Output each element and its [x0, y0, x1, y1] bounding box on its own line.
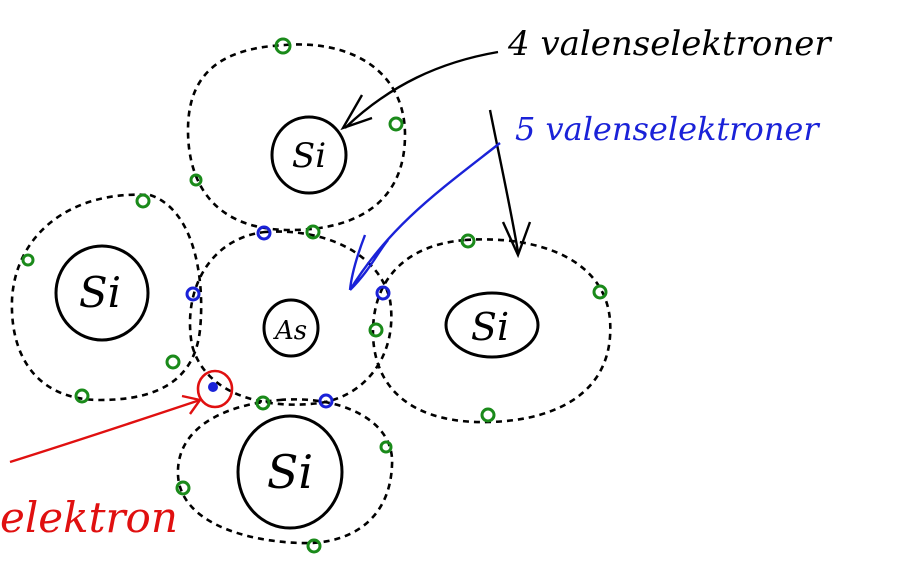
as-valence-note: 5 valenselektroner [515, 110, 820, 148]
as-electron [185, 286, 201, 302]
si-electron [460, 233, 476, 249]
nucleus-ring-si-top [270, 115, 348, 195]
si-electron [306, 538, 322, 554]
si-electron [388, 116, 404, 132]
as-valence-arrow-black [488, 109, 520, 253]
as-valence-arrow-blue [348, 142, 501, 291]
si-electron [74, 388, 90, 404]
nucleus-ring-si-left [54, 244, 150, 342]
atom-label-si-bottom: Si [267, 445, 313, 499]
nucleus-ring-si-bottom [236, 414, 344, 530]
si-electron [175, 480, 191, 496]
si-electron [165, 354, 181, 370]
si-valence-arrowhead [340, 94, 373, 131]
free-electron-arrow [9, 398, 201, 464]
si-valence-note: 4 valenselektroner [507, 24, 832, 64]
si-valence-arrow [344, 50, 499, 129]
si-electron [368, 322, 384, 338]
as-electron [256, 225, 272, 241]
atom-label-si-left: Si [79, 268, 121, 317]
as-valence-arrowhead-black [501, 221, 532, 259]
si-electron [274, 37, 292, 55]
si-electron [255, 395, 271, 411]
si-electron [305, 224, 321, 240]
free-electron-arrowhead [181, 394, 203, 415]
atom-label-as: As [273, 316, 307, 346]
atom-label-si-right: Si [471, 305, 509, 349]
free-electron-highlight [196, 369, 234, 409]
nucleus-ring-as [262, 298, 320, 358]
si-electron [135, 193, 151, 209]
nucleus-ring-si-right [444, 291, 540, 359]
free-electron [208, 382, 218, 392]
atom-label-si-top: Si [292, 136, 326, 176]
si-electron [480, 407, 496, 423]
as-electron [318, 393, 334, 409]
si-electron [379, 440, 393, 454]
si-electron [189, 173, 203, 187]
as-electron [375, 285, 391, 301]
free-electron-note: elektron [0, 493, 178, 542]
shell-si-left [10, 193, 203, 402]
si-electron [592, 284, 608, 300]
si-electron [21, 253, 35, 267]
